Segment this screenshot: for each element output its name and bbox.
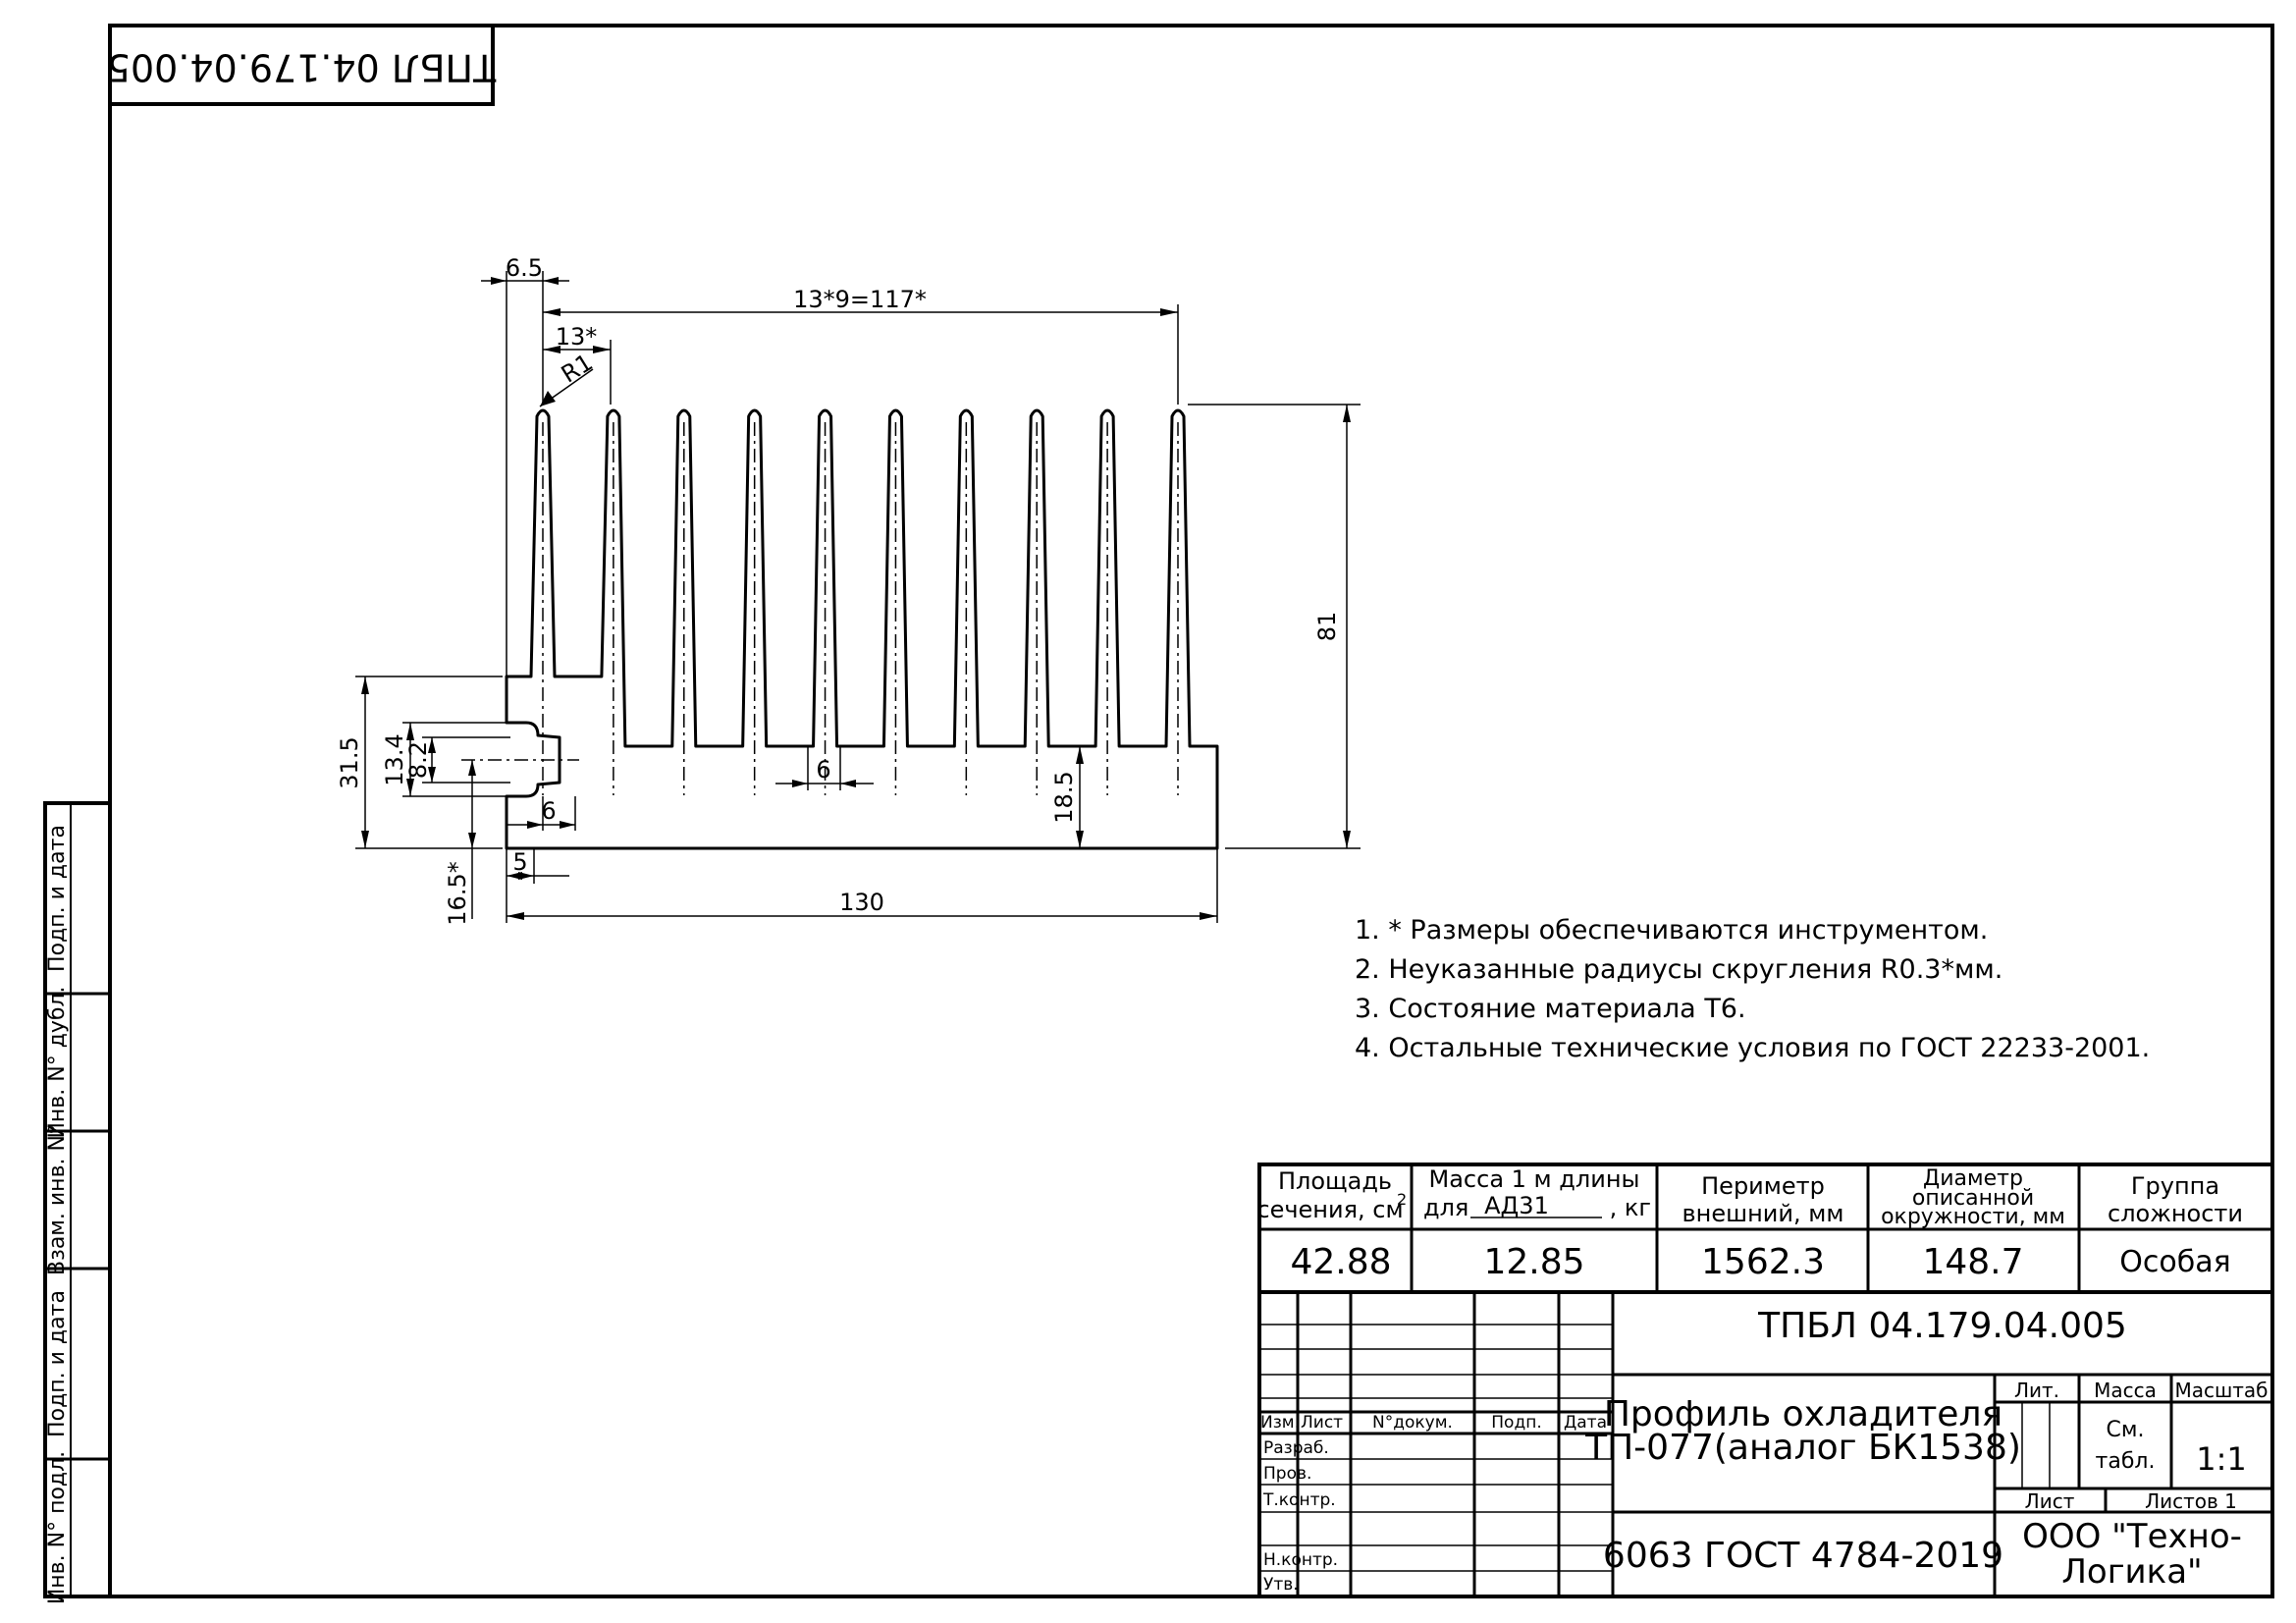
dim-31-5: 31.5 — [336, 736, 363, 788]
scale-value: 1:1 — [2196, 1440, 2247, 1478]
title-block: Изм. Лист N°докум. Подп. Дата Разраб. Пр… — [1257, 1290, 2274, 1598]
mass-value: 12.85 — [1483, 1242, 1584, 1282]
dim-6-gap: 6 — [816, 756, 830, 784]
dim-r1: R1 — [557, 349, 598, 389]
row-tkontr: Т.контр. — [1262, 1490, 1336, 1510]
group-label-2: сложности — [2108, 1200, 2243, 1227]
side-label-dubl: Инв. N° дубл. — [45, 986, 70, 1138]
diam-label-1: Диаметр — [1923, 1166, 2023, 1191]
row-prov: Пров. — [1263, 1464, 1311, 1484]
side-label-podp-2: Подп. и дата — [45, 1290, 70, 1437]
note-2: 2. Неуказанные радиусы скругления R0.3*м… — [1355, 954, 2002, 985]
header-data: Дата — [1564, 1413, 1607, 1433]
mass-alloy: АД31 — [1484, 1192, 1549, 1219]
header-podp: Подп. — [1491, 1413, 1541, 1433]
note-1: 1. * Размеры обеспечиваются инструментом… — [1355, 915, 1988, 946]
side-label-podl: Инв. N° подл. — [45, 1451, 70, 1604]
dim-13-4: 13.4 — [381, 733, 408, 785]
fin-centerlines — [542, 422, 1179, 795]
mass-label-1: Масса 1 м длины — [1429, 1165, 1640, 1193]
sm-label-2: табл. — [2096, 1449, 2156, 1474]
profile-outline — [505, 408, 1219, 850]
header-list: Лист — [1301, 1413, 1343, 1433]
designation: ТПБЛ 04.179.04.005 — [1757, 1306, 2127, 1346]
dim-6-5: 6.5 — [506, 254, 543, 282]
masshtab-label: Масштаб — [2174, 1379, 2268, 1402]
row-razrab: Разраб. — [1263, 1438, 1329, 1458]
product-name-1: Профиль охладителя — [1604, 1394, 2002, 1434]
profile-path — [505, 408, 1219, 850]
company-name-1: ООО "Техно- — [2022, 1517, 2242, 1556]
dim-18-5: 18.5 — [1050, 771, 1078, 823]
diam-label-2: описанной — [1912, 1186, 2034, 1211]
perim-label-1: Периметр — [1701, 1172, 1825, 1200]
sm-label-1: См. — [2107, 1418, 2145, 1442]
diameter-value: 148.7 — [1922, 1242, 2023, 1282]
area-value: 42.88 — [1290, 1242, 1391, 1282]
area-label-sup: 2 — [1397, 1190, 1407, 1209]
mass-label-2b: , кг — [1610, 1194, 1651, 1221]
group-value: Особая — [2119, 1245, 2230, 1279]
dim-16-5: 16.5* — [444, 861, 471, 925]
sheet-label: Лист — [2025, 1489, 2075, 1513]
dimension-arrows — [361, 277, 1351, 920]
dimension-texts: 6.5 13*9=117* 13* R1 81 31.5 13.4 8.2 6 … — [336, 254, 1341, 926]
row-nkontr: Н.контр. — [1263, 1550, 1338, 1570]
dim-13: 13* — [556, 323, 598, 351]
header-doc: N°докум. — [1372, 1413, 1453, 1433]
company-name-2: Логика" — [2061, 1552, 2202, 1592]
side-label-vzam: Взам. инв. N° — [45, 1124, 70, 1275]
dim-130: 130 — [839, 889, 884, 916]
technical-notes: 1. * Размеры обеспечиваются инструментом… — [1355, 915, 2150, 1063]
perim-label-2: внешний, мм — [1682, 1200, 1844, 1227]
row-utv: Утв. — [1263, 1575, 1299, 1595]
dim-6-slot: 6 — [541, 797, 556, 825]
dim-5: 5 — [512, 848, 527, 876]
properties-table: Площадь сечения, см 2 Масса 1 м длины дл… — [1256, 1163, 2274, 1294]
sheet-frame: ТПБЛ 04.179.04.005 — [107, 24, 2274, 1598]
diam-label-3: окружности, мм — [1881, 1205, 2065, 1229]
note-3: 3. Состояние материала Т6. — [1355, 994, 1746, 1024]
dim-117: 13*9=117* — [793, 286, 927, 313]
lit-label: Лит. — [2014, 1379, 2059, 1402]
dim-81: 81 — [1313, 612, 1341, 642]
stamp-top: ТПБЛ 04.179.04.005 — [107, 46, 498, 89]
area-label-2: сечения, см — [1256, 1196, 1403, 1223]
area-label-1: Площадь — [1278, 1167, 1392, 1195]
note-4: 4. Остальные технические условия по ГОСТ… — [1355, 1033, 2150, 1063]
group-label-1: Группа — [2131, 1172, 2219, 1200]
perimeter-value: 1562.3 — [1701, 1242, 1825, 1282]
binding-strip: Подп. и дата Инв. N° дубл. Взам. инв. N°… — [43, 801, 112, 1604]
mass-label-2a: для — [1423, 1194, 1468, 1221]
dim-8-2: 8.2 — [404, 741, 432, 779]
header-izm: Изм. — [1260, 1413, 1300, 1433]
massa-label: Масса — [2094, 1379, 2157, 1402]
side-label-podp-1: Подп. и дата — [45, 825, 70, 972]
product-name-2: ТП-077(аналог БК1538) — [1584, 1428, 2021, 1468]
sheets-total-label: Листов 1 — [2145, 1489, 2237, 1513]
material: 6063 ГОСТ 4784-2019 — [1603, 1536, 2003, 1576]
